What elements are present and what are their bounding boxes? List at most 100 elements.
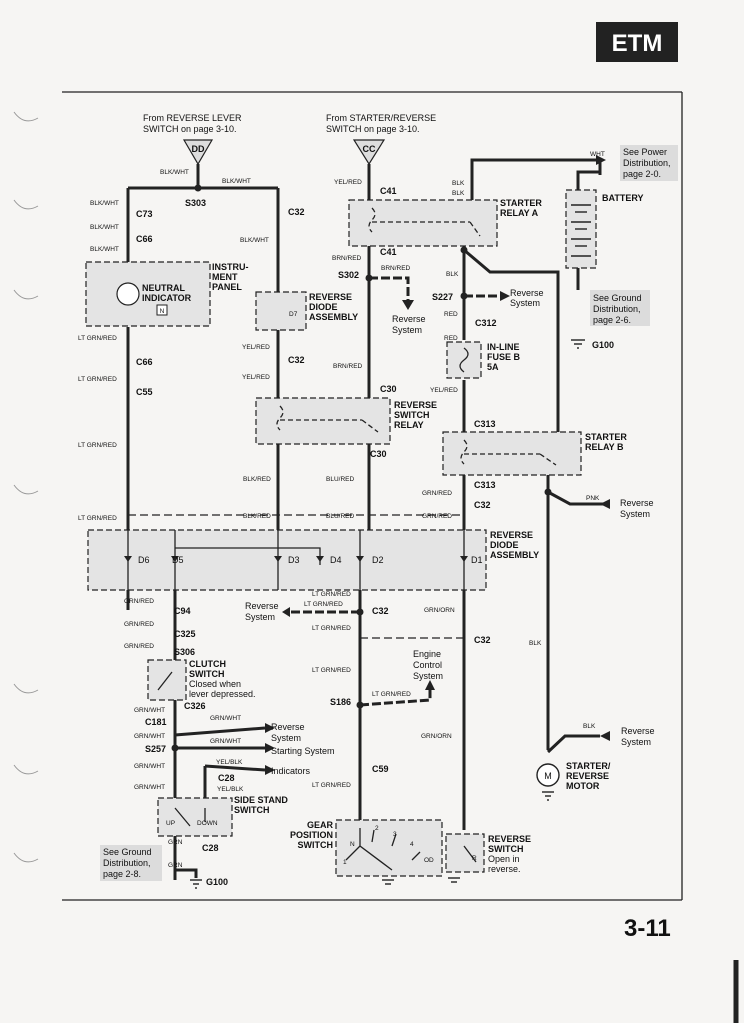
wire-color-label: GRN/RED (124, 643, 154, 650)
battery-ground-icon (571, 339, 585, 349)
wire-color-label: GRN (168, 839, 183, 846)
reverse-switch-label-2: SWITCH (488, 844, 524, 854)
wire-color-label: GRN/RED (422, 490, 452, 497)
ref-engine-control-1: Engine (413, 649, 441, 659)
reverse-diode-upper-label-1: REVERSE (309, 292, 352, 302)
side-stand-label-2: SWITCH (234, 805, 270, 815)
battery-box (565, 189, 597, 269)
reverse-diode-lower-label-3: ASSEMBLY (490, 550, 539, 560)
ref-reverse-system-2b: System (510, 298, 540, 308)
reference-arrowheads (265, 155, 610, 775)
connector-label: S306 (174, 647, 195, 657)
s186-branch-wire (359, 690, 432, 707)
wire-color-label: LT GRN/RED (78, 376, 117, 383)
power-note-shade (620, 145, 678, 181)
reverse-switch-label-4: reverse. (488, 864, 521, 874)
reverse-switch-relay-label-3: RELAY (394, 420, 424, 430)
source-reverse-lever-line2: SWITCH on page 3-10. (143, 124, 237, 134)
ref-reverse-system-1a: Reverse (392, 314, 426, 324)
gear-position-label-3: SWITCH (298, 840, 334, 850)
wire-color-label: BRN/RED (333, 363, 363, 370)
wire-color-label: LT GRN/RED (312, 667, 351, 674)
ref-engine-control-3: System (413, 671, 443, 681)
connector-label: C66 (136, 357, 153, 367)
wht-wire-top (470, 158, 602, 200)
ground-note-2: Distribution, (593, 304, 641, 314)
connector-label: C73 (136, 209, 153, 219)
connector-label: C55 (136, 387, 153, 397)
connector-label: C59 (372, 764, 389, 774)
connector-label: C325 (174, 629, 196, 639)
gear-switch-contacts-icon (345, 828, 421, 871)
reverse-switch-relay-label-2: SWITCH (394, 410, 430, 420)
wire-color-label: GRN (168, 862, 183, 869)
relay-b-coil (460, 439, 557, 466)
wire-color-label: GRN/WHT (210, 715, 241, 722)
left-wires-mid (126, 444, 280, 660)
wire-color-label: YEL/RED (242, 344, 270, 351)
motor-ground-icon (542, 791, 554, 801)
side-stand-contact-icon (174, 807, 206, 827)
diode-d1: D1 (471, 555, 483, 565)
wire-color-label: BLK/WHT (90, 200, 119, 207)
left-wires-upper (126, 164, 280, 530)
connector-label: C312 (475, 318, 497, 328)
ground-note-bottom-shade (100, 845, 162, 881)
connector-label: S303 (185, 198, 206, 208)
reverse-diode-lower-box (87, 529, 487, 591)
starter-relay-b-label-1: STARTER (585, 432, 627, 442)
clutch-switch-label-1: CLUTCH (189, 659, 226, 669)
neutral-indicator-box (85, 261, 211, 327)
wire-color-label: BLK/WHT (90, 246, 119, 253)
connector-label: C32 (288, 207, 305, 217)
wire-color-label: BLK/WHT (90, 224, 119, 231)
connector-label: C30 (370, 449, 387, 459)
ground-note-shade (590, 290, 650, 326)
wire-color-label: BLK (452, 190, 465, 197)
motor-branch-wire (546, 734, 600, 754)
ground-note-bottom-3: page 2-8. (103, 869, 141, 879)
etm-badge (596, 22, 678, 62)
wire-color-label: YEL/BLK (216, 759, 243, 766)
instrument-panel-label-3: PANEL (212, 282, 242, 292)
reverse-switch-contact-icon (463, 845, 477, 863)
wire-color-label: BLK/RED (243, 476, 271, 483)
instrument-panel-label-1: INSTRU- (212, 262, 249, 272)
wire-color-label: LT GRN/RED (312, 782, 351, 789)
wire-color-label: GRN/WHT (134, 733, 165, 740)
battery-label: BATTERY (602, 193, 644, 203)
wire-color-label: BLK/RED (243, 513, 271, 520)
ground-note-bottom-1: See Ground (103, 847, 152, 857)
wire-color-label: GRN/ORN (421, 733, 452, 740)
connector-label: C32 (474, 500, 491, 510)
wire-color-label: LT GRN/RED (78, 442, 117, 449)
clutch-switch-label-4: lever depressed. (189, 689, 256, 699)
neutral-letter-box (156, 304, 168, 316)
diode-icons (124, 556, 468, 562)
connector-label: C32 (372, 606, 389, 616)
inline-fuse-label-1: IN-LINE (487, 342, 520, 352)
side-stand-up: UP (166, 820, 175, 827)
wire-color-label: RED (444, 311, 458, 318)
fuse-icon (459, 347, 469, 373)
gear-position-switch-box (335, 819, 443, 877)
ref-reverse-system-4b: System (245, 612, 275, 622)
wire-color-label: BLK (583, 723, 596, 730)
clutch-switch-contact-icon (157, 671, 173, 691)
reverse-switch-label-1: REVERSE (488, 834, 531, 844)
starter-motor-label-1: STARTER/ (566, 761, 611, 771)
wire-color-label: BLK/WHT (240, 237, 269, 244)
connector-labels: C73C66C32S303C41C41S302S227C312C66C55C32… (136, 186, 497, 853)
connector-label: C28 (202, 843, 219, 853)
motor-letter: M (544, 771, 552, 781)
connector-label: S186 (330, 697, 351, 707)
source-starter-reverse-line1: From STARTER/REVERSE (326, 113, 436, 123)
reverse-switch-label-3: Open in (488, 854, 520, 864)
pnk-wire (547, 490, 610, 506)
side-stand-label-1: SIDE STAND (234, 795, 288, 805)
source-reverse-lever-line1: From REVERSE LEVER (143, 113, 242, 123)
starter-relay-a-box (348, 199, 498, 247)
ground-note-bottom-2: Distribution, (103, 858, 151, 868)
reverse-switch-box (445, 833, 485, 873)
reverse-diode-lower-label-2: DIODE (490, 540, 519, 550)
